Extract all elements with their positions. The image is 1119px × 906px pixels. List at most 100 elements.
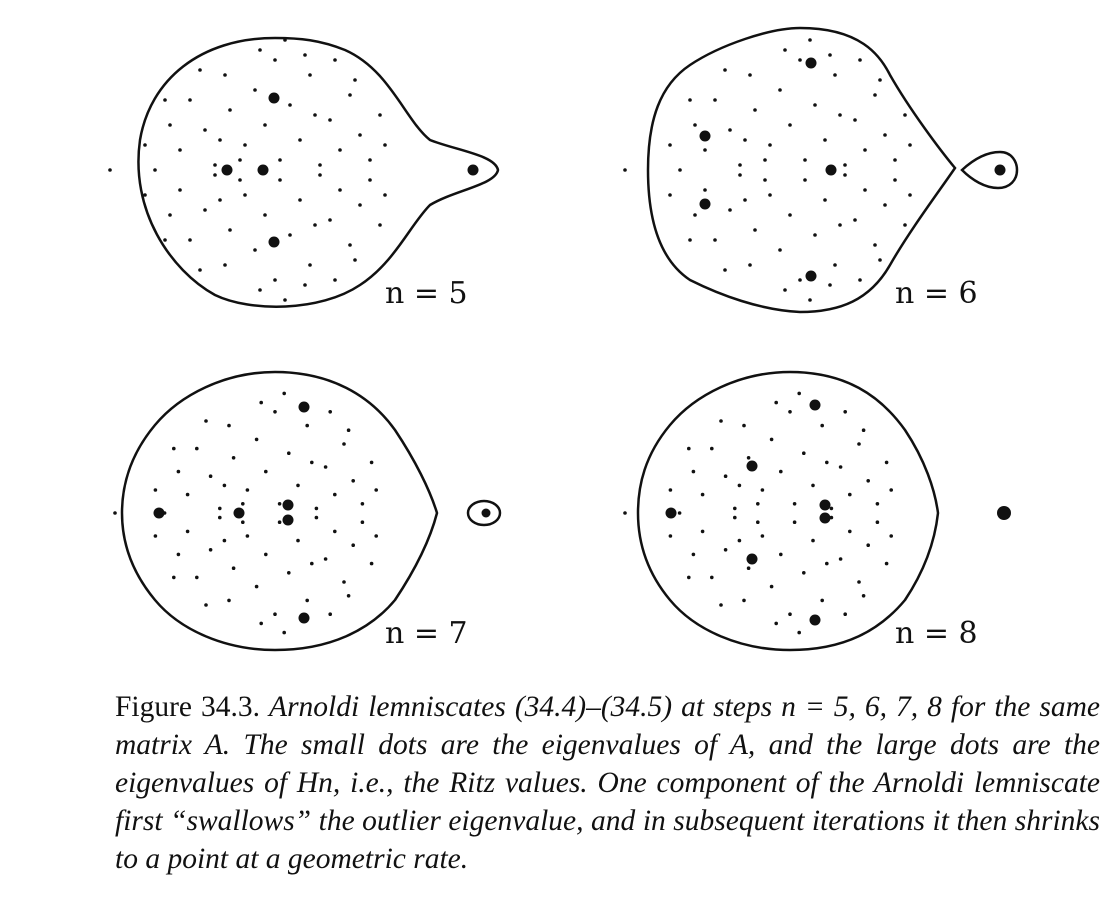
eigenvalue-dot [811, 538, 815, 543]
eigenvalue-dot [797, 630, 801, 635]
eigenvalue-dots [623, 38, 912, 302]
eigenvalue-dot [691, 469, 696, 474]
eigenvalue-dot [857, 580, 861, 584]
eigenvalue-dot [688, 98, 692, 102]
eigenvalue-dot [333, 278, 337, 282]
eigenvalue-dot [769, 437, 774, 442]
eigenvalue-dot [328, 410, 333, 414]
panel-n5: n = 5 [108, 36, 500, 311]
eigenvalue-dot [883, 133, 887, 137]
eigenvalue-dot [823, 198, 827, 202]
eigenvalue-dot [733, 506, 737, 511]
lemniscate-figure: n = 5 n = 6 n = 7 [108, 26, 1019, 652]
eigenvalue-dot [769, 584, 774, 589]
eigenvalue-dot [783, 288, 787, 292]
eigenvalue-dot [213, 163, 217, 167]
eigenvalue-dot [254, 437, 259, 442]
eigenvalue-dot [756, 520, 760, 524]
eigenvalue-dot [218, 515, 222, 520]
eigenvalue-dot [168, 213, 172, 217]
eigenvalue-dot [243, 193, 247, 197]
eigenvalue-dot [198, 268, 202, 272]
eigenvalue-dot [873, 243, 877, 247]
eigenvalue-dot [788, 612, 792, 616]
eigenvalue-dot [693, 123, 697, 127]
eigenvalue-dot [803, 158, 807, 162]
eigenvalue-dot [875, 502, 880, 506]
eigenvalue-dot [264, 552, 268, 557]
eigenvalue-dot [353, 258, 357, 262]
eigenvalue-dot [668, 534, 673, 538]
eigenvalue-dot [858, 58, 862, 62]
eigenvalue-dot [733, 515, 737, 520]
eigenvalue-dot [748, 73, 752, 77]
eigenvalue-dot [358, 133, 362, 137]
eigenvalue-dot [283, 298, 287, 302]
eigenvalue-dot [287, 571, 291, 575]
panel-label: n = 8 [895, 616, 978, 651]
panel-n7: n = 7 [113, 370, 502, 652]
eigenvalue-dot [861, 594, 866, 598]
eigenvalue-dot [208, 474, 213, 479]
eigenvalue-dot [259, 621, 264, 626]
eigenvalue-dot [313, 113, 317, 117]
eigenvalue-dot [756, 502, 760, 506]
eigenvalue-dot [278, 178, 282, 182]
eigenvalue-dot [204, 419, 208, 423]
eigenvalue-dot [218, 506, 222, 511]
eigenvalue-dot [798, 58, 802, 62]
eigenvalue-dot [768, 143, 772, 147]
eigenvalue-dot [238, 178, 242, 182]
eigenvalue-dot [333, 492, 337, 497]
eigenvalue-dot [176, 552, 181, 557]
eigenvalue-dot [346, 428, 351, 433]
eigenvalue-dot [889, 534, 893, 538]
eigenvalue-dot [176, 469, 181, 474]
eigenvalue-dot [258, 288, 262, 292]
eigenvalue-dot [218, 198, 222, 202]
eigenvalue-dot [298, 138, 302, 142]
panel-label: n = 5 [385, 276, 468, 311]
eigenvalue-dot [833, 263, 837, 267]
eigenvalue-dot [746, 566, 751, 570]
eigenvalue-dot [305, 598, 310, 603]
eigenvalue-dot [742, 423, 746, 428]
eigenvalue-dot [774, 621, 778, 626]
eigenvalue-dot [213, 173, 217, 177]
eigenvalue-dot [783, 48, 787, 52]
eigenvalue-dot [719, 603, 723, 607]
eigenvalue-dot [313, 223, 317, 227]
eigenvalue-dot [743, 138, 747, 142]
figure-caption: Figure 34.3. Arnoldi lemniscates (34.4)–… [115, 688, 1100, 878]
eigenvalue-dot [346, 594, 351, 598]
eigenvalue-dot [803, 178, 807, 182]
eigenvalue-dot [737, 483, 742, 488]
panel-n8: n = 8 [623, 370, 1011, 652]
eigenvalue-dot [185, 492, 190, 497]
lemniscate-curve [636, 370, 940, 652]
eigenvalue-dot [282, 630, 287, 635]
eigenvalue-dot [305, 423, 310, 428]
eigenvalue-dot [746, 456, 751, 460]
eigenvalue-dot [688, 238, 692, 242]
eigenvalue-dot [223, 263, 227, 267]
eigenvalue-dot [760, 488, 765, 492]
eigenvalue-dot [296, 538, 300, 543]
eigenvalue-dot [277, 520, 282, 524]
eigenvalue-dot [143, 193, 147, 197]
eigenvalue-dot [687, 575, 691, 580]
eigenvalue-dot [143, 143, 147, 147]
eigenvalue-dot [878, 78, 882, 82]
lemniscate-curve [120, 370, 439, 652]
eigenvalue-dot [833, 73, 837, 77]
lemniscate-small-loop [466, 499, 502, 527]
eigenvalue-dot [348, 93, 352, 97]
eigenvalue-dot [763, 158, 767, 162]
eigenvalue-dot [342, 580, 346, 584]
eigenvalue-dot [908, 143, 912, 147]
eigenvalue-dot [172, 575, 176, 580]
lemniscate-curve [646, 26, 957, 314]
eigenvalue-dot [788, 123, 792, 127]
eigenvalue-dot [208, 548, 213, 552]
ritz-value-dots [699, 57, 1006, 282]
